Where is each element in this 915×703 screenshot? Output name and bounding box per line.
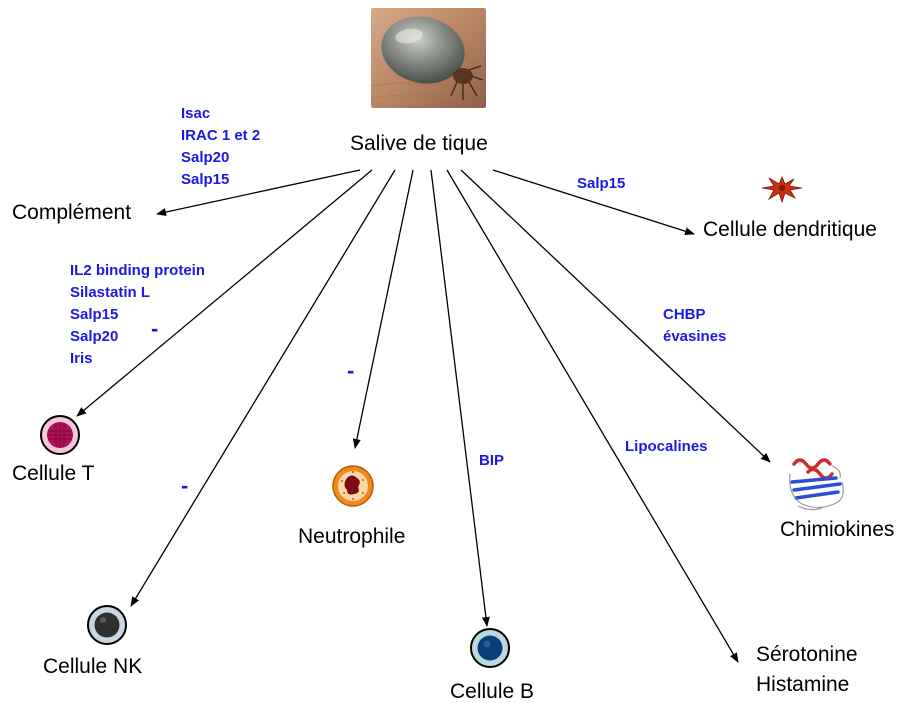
annotation-item: CHBP — [663, 304, 726, 326]
chemokine-protein-icon — [786, 452, 848, 519]
t-cell-icon — [39, 414, 81, 461]
b-cell-icon — [469, 627, 511, 674]
annotation-item: Salp15 — [181, 169, 260, 191]
annotation-item: Salp15 — [70, 304, 205, 326]
dendritic-annotation: Salp15 — [577, 173, 625, 195]
minus-sign-t-cell: - — [151, 318, 158, 340]
serotonine-label: Sérotonine — [756, 644, 858, 665]
annotation-item: Salp20 — [181, 147, 260, 169]
tick-photo — [371, 8, 486, 108]
histamine-label: Histamine — [756, 674, 849, 695]
center-label: Salive de tique — [350, 133, 488, 154]
chemokines-label: Chimiokines — [780, 519, 894, 540]
annotation-item: évasines — [663, 326, 726, 348]
annotation-item: Salp20 — [70, 326, 205, 348]
nk-cell-icon — [86, 604, 128, 651]
arrow-to-neutrophil — [355, 170, 413, 448]
arrow-to-b-cell — [431, 170, 487, 626]
serotonine-annotation: Lipocalines — [625, 436, 708, 458]
annotation-item: IL2 binding protein — [70, 260, 205, 282]
minus-sign-neutrophil: - — [347, 360, 354, 382]
t-cell-label: Cellule T — [12, 463, 94, 484]
annotation-item: Isac — [181, 103, 260, 125]
annotation-item: Iris — [70, 348, 205, 370]
t-cell-annotation: IL2 binding protein Silastatin L Salp15 … — [70, 260, 205, 370]
dendritic-cell-icon — [760, 171, 804, 210]
neutrophil-icon — [330, 463, 376, 514]
nk-cell-label: Cellule NK — [43, 656, 142, 677]
b-cell-annotation: BIP — [479, 450, 504, 472]
minus-sign-nk-cell: - — [181, 475, 188, 497]
b-cell-label: Cellule B — [450, 681, 534, 702]
annotation-item: IRAC 1 et 2 — [181, 125, 260, 147]
annotation-item: Silastatin L — [70, 282, 205, 304]
complement-annotation: Isac IRAC 1 et 2 Salp20 Salp15 — [181, 103, 260, 191]
arrow-to-serotonine — [447, 170, 738, 662]
dendritic-label: Cellule dendritique — [703, 219, 877, 240]
neutrophil-label: Neutrophile — [298, 526, 405, 547]
complement-label: Complément — [12, 202, 131, 223]
chemokines-annotation: CHBP évasines — [663, 304, 726, 348]
